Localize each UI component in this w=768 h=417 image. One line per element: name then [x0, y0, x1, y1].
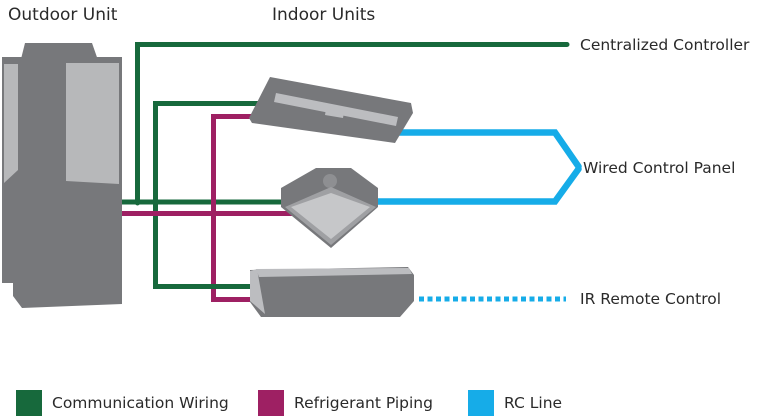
- suspended-unit-vent-strip: [274, 93, 398, 126]
- outdoor-unit-left-panel: [4, 64, 18, 183]
- communication-wiring-lines: [118, 42, 570, 288]
- cassette-indoor-unit-graphic: [281, 168, 378, 248]
- centralized-controller-label: Centralized Controller: [580, 36, 750, 54]
- wired-control-panel-label: Wired Control Panel: [583, 159, 736, 177]
- rc-line-cassette-unit: [370, 165, 582, 205]
- rc-lines: [370, 129, 582, 302]
- communication-wiring-line-centralized-controller: [135, 42, 570, 206]
- legend-label-refrigerant-piping: Refrigerant Piping: [294, 394, 433, 412]
- refrigerant-piping-line-riser: [211, 114, 256, 302]
- indoor-units-title: Indoor Units: [272, 5, 376, 25]
- ducted-indoor-unit-graphic: [250, 267, 414, 317]
- refrigerant-piping-lines: [118, 114, 292, 302]
- ir-remote-control-label: IR Remote Control: [580, 290, 722, 308]
- outdoor-unit-graphic: [2, 43, 122, 308]
- legend-label-communication-wiring: Communication Wiring: [52, 394, 229, 412]
- ducted-unit-left-edge: [250, 269, 265, 314]
- suspended-unit-display: [325, 109, 344, 118]
- outdoor-unit-title: Outdoor Unit: [8, 5, 118, 25]
- ducted-unit-body: [250, 267, 414, 317]
- ceiling-suspended-indoor-unit-graphic: [249, 77, 413, 143]
- legend-item-communication-wiring: Communication Wiring: [16, 390, 229, 416]
- communication-wiring-line-riser: [153, 101, 258, 288]
- ducted-unit-top-edge: [256, 268, 412, 277]
- refrigerant-piping-swatch: [258, 390, 284, 416]
- cassette-unit-panel: [291, 193, 370, 239]
- legend-item-refrigerant-piping: Refrigerant Piping: [258, 390, 433, 416]
- rc-line-suspended-unit: [386, 129, 582, 170]
- cassette-unit-sensor: [323, 174, 337, 188]
- communication-wiring-swatch: [16, 390, 42, 416]
- legend-label-rc-line: RC Line: [504, 394, 563, 412]
- legend-item-rc-line: RC Line: [468, 390, 562, 416]
- rc-line-swatch: [468, 390, 494, 416]
- outdoor-unit-right-panel: [66, 63, 119, 184]
